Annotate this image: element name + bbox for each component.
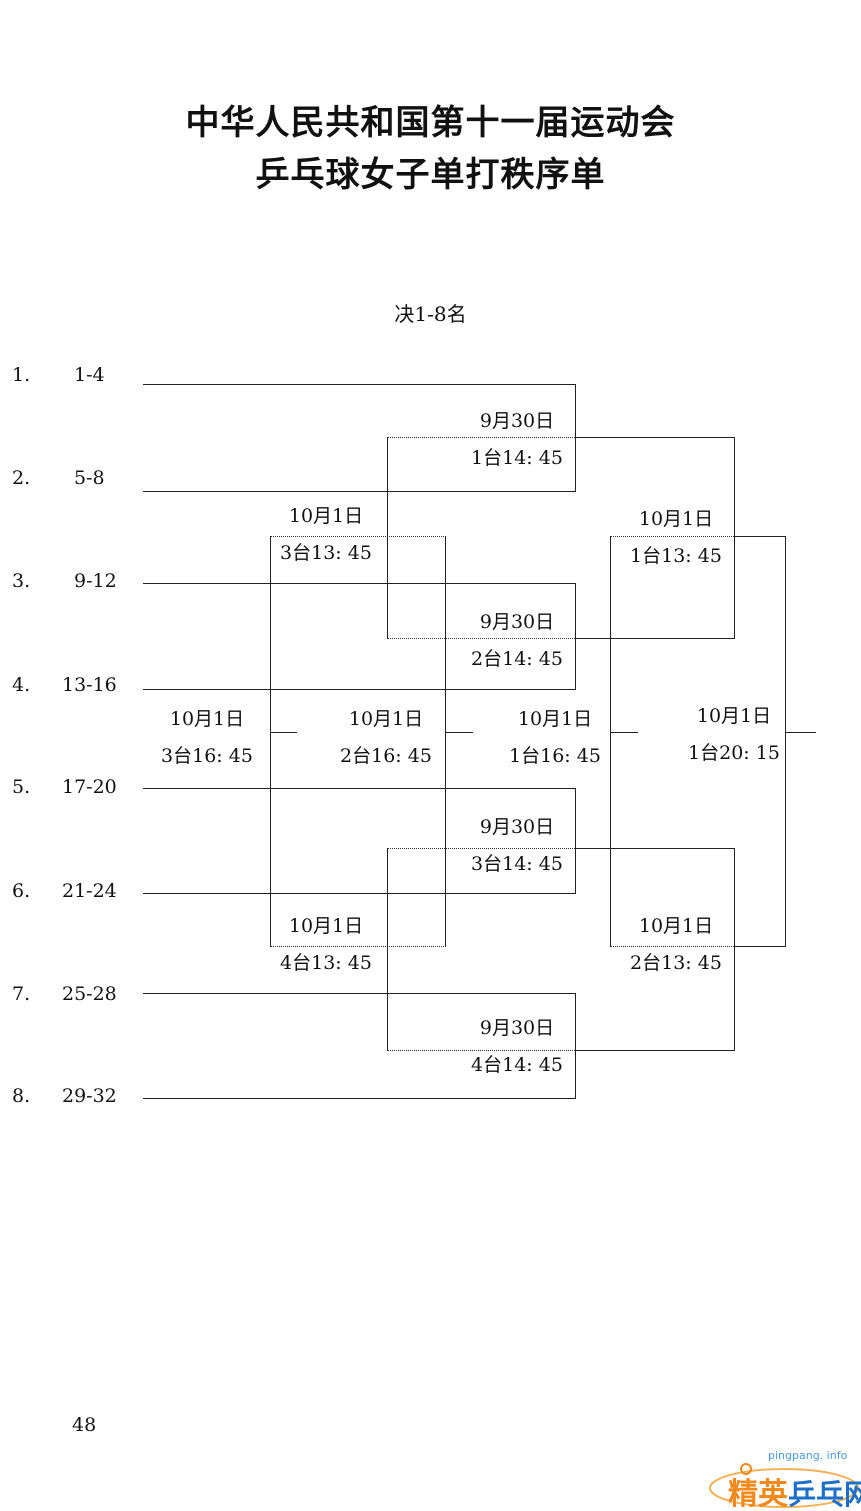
bracket-line	[575, 788, 576, 894]
bracket-dotted-line	[387, 638, 575, 639]
bracket-line	[445, 536, 446, 947]
match-slot: 3台13: 45	[280, 542, 372, 564]
page-title-line1: 中华人民共和国第十一届运动会	[185, 103, 676, 143]
bracket-line	[143, 893, 576, 894]
match-date: 9月30日	[479, 816, 555, 838]
match-slot: 1台14: 45	[471, 447, 563, 469]
bracket-dotted-line	[610, 946, 734, 947]
match-date: 10月1日	[288, 505, 364, 527]
bracket-line	[143, 583, 576, 584]
match-label: 10月1日 1台20: 15	[674, 698, 794, 772]
bracket-line	[734, 848, 735, 1051]
bracket-line	[143, 384, 576, 385]
bracket-line	[143, 491, 576, 492]
seed-number: 6.	[12, 880, 31, 902]
bracket-line	[610, 536, 611, 947]
bracket-line	[143, 788, 576, 789]
match-label: 9月30日 3台14: 45	[457, 809, 577, 883]
bracket-line	[575, 437, 735, 438]
match-slot: 3台16: 45	[161, 745, 253, 767]
seed-range: 29-32	[62, 1085, 117, 1107]
seed-number: 3.	[12, 570, 31, 592]
match-label: 10月1日 1台16: 45	[495, 701, 615, 775]
page-number: 48	[72, 1414, 97, 1436]
bracket-dotted-line	[387, 437, 575, 438]
seed-range: 17-20	[62, 776, 117, 798]
bracket-line	[785, 732, 816, 733]
match-date: 10月1日	[696, 705, 772, 727]
bracket-dotted-line	[610, 536, 734, 537]
bracket-line	[575, 384, 576, 492]
match-label: 10月1日 3台13: 45	[266, 498, 386, 572]
match-label: 10月1日 2台16: 45	[326, 701, 446, 775]
bracket-line	[387, 848, 388, 1051]
seed-number: 2.	[12, 467, 31, 489]
match-date: 9月30日	[479, 611, 555, 633]
match-date: 10月1日	[638, 915, 714, 937]
match-label: 10月1日 1台13: 45	[616, 501, 736, 575]
bracket-line	[143, 993, 576, 994]
seed-range: 25-28	[62, 983, 117, 1005]
bracket-dotted-line	[270, 536, 446, 537]
match-date: 9月30日	[479, 1017, 555, 1039]
bracket-line	[785, 536, 786, 947]
bracket-line	[270, 732, 297, 733]
watermark-logo: 精英 乒乓网	[709, 1463, 861, 1511]
svg-text:乒乓网: 乒乓网	[788, 1478, 861, 1511]
match-slot: 2台14: 45	[471, 648, 563, 670]
seed-number: 4.	[12, 674, 31, 696]
match-slot: 2台16: 45	[340, 745, 432, 767]
match-label: 10月1日 4台13: 45	[266, 908, 386, 982]
bracket-dotted-line	[387, 848, 575, 849]
bracket-line	[734, 536, 786, 537]
match-slot: 1台20: 15	[688, 742, 780, 764]
match-date: 10月1日	[348, 708, 424, 730]
seed-range: 9-12	[74, 570, 117, 592]
match-slot: 2台13: 45	[630, 952, 722, 974]
match-label: 9月30日 2台14: 45	[457, 604, 577, 678]
bracket-subtitle: 决1-8名	[394, 302, 467, 326]
seed-number: 1.	[12, 364, 31, 386]
seed-number: 8.	[12, 1085, 31, 1107]
match-slot: 4台14: 45	[471, 1054, 563, 1076]
match-label: 10月1日 3台16: 45	[147, 701, 267, 775]
bracket-line	[445, 732, 473, 733]
match-date: 10月1日	[638, 508, 714, 530]
bracket-line	[575, 638, 735, 639]
seed-range: 1-4	[74, 364, 105, 386]
match-date: 10月1日	[288, 915, 364, 937]
watermark-url: pingpang. info	[768, 1449, 848, 1462]
match-slot: 4台13: 45	[280, 952, 372, 974]
bracket-dotted-line	[270, 946, 446, 947]
bracket-line	[575, 993, 576, 1099]
page-title-line2: 乒乓球女子单打秩序单	[255, 155, 606, 195]
match-label: 9月30日 1台14: 45	[457, 403, 577, 477]
bracket-line	[575, 1050, 735, 1051]
bracket-line	[143, 689, 576, 690]
match-slot: 1台13: 45	[630, 545, 722, 567]
match-date: 9月30日	[479, 410, 555, 432]
bracket-line	[270, 536, 271, 947]
bracket-line	[575, 583, 576, 690]
seed-range: 21-24	[62, 880, 117, 902]
bracket-line	[387, 437, 388, 639]
bracket-line	[734, 437, 735, 639]
bracket-line	[143, 1098, 576, 1099]
match-slot: 3台14: 45	[471, 853, 563, 875]
seed-range: 13-16	[62, 674, 117, 696]
seed-number: 5.	[12, 776, 31, 798]
svg-text:精英: 精英	[728, 1477, 789, 1511]
match-label: 9月30日 4台14: 45	[457, 1010, 577, 1084]
match-label: 10月1日 2台13: 45	[616, 908, 736, 982]
bracket-line	[734, 946, 786, 947]
match-date: 10月1日	[169, 708, 245, 730]
seed-number: 7.	[12, 983, 31, 1005]
bracket-line	[575, 848, 735, 849]
bracket-dotted-line	[387, 1050, 575, 1051]
match-date: 10月1日	[517, 708, 593, 730]
match-slot: 1台16: 45	[509, 745, 601, 767]
seed-range: 5-8	[74, 467, 105, 489]
bracket-line	[610, 732, 638, 733]
